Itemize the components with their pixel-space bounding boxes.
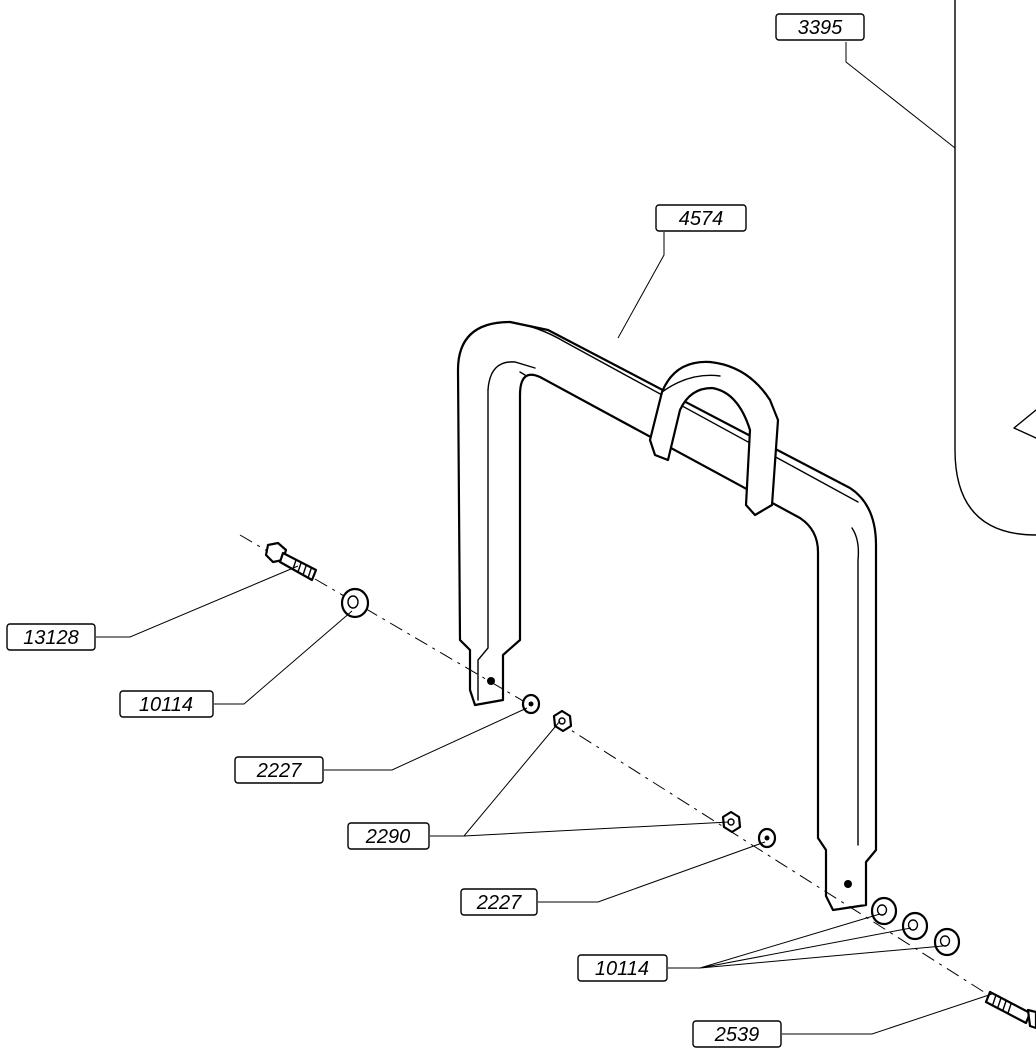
axis-right [554, 719, 1036, 1026]
callout-10114-bottom: 10114 [577, 954, 668, 982]
callout-2290: 2290 [347, 822, 430, 850]
callout-3395: 3395 [775, 13, 865, 41]
callout-2539: 2539 [692, 1020, 782, 1048]
handle-4574 [456, 320, 878, 912]
washer-2227-bottom [757, 827, 777, 849]
nut-2290-bottom [721, 810, 742, 834]
svg-text:10114: 10114 [139, 694, 193, 716]
nut-2290-top [552, 709, 573, 733]
callout-10114-top: 10114 [119, 690, 214, 718]
svg-text:10114: 10114 [595, 958, 649, 980]
svg-text:3395: 3395 [798, 17, 843, 39]
svg-text:13128: 13128 [23, 627, 79, 649]
callout-2227-top: 2227 [234, 756, 324, 784]
callout-2227-bottom: 2227 [460, 888, 538, 916]
washer-2227-top [521, 693, 541, 715]
spacer-10114-top [340, 587, 370, 619]
svg-text:2227: 2227 [256, 760, 302, 782]
svg-text:4574: 4574 [679, 208, 724, 230]
spacer-10114-bottom-3 [933, 927, 961, 957]
svg-text:2539: 2539 [714, 1024, 760, 1046]
frame-3395 [954, 0, 1036, 536]
bolt-2539 [984, 990, 1036, 1030]
spacer-10114-bottom-2 [901, 911, 929, 941]
callout-4574: 4574 [655, 204, 747, 232]
spacer-10114-bottom-1 [870, 896, 898, 926]
bolt-13128 [264, 541, 318, 582]
leader-lines [96, 42, 993, 1035]
svg-text:2227: 2227 [476, 892, 522, 914]
callout-13128: 13128 [6, 623, 96, 651]
svg-text:2290: 2290 [365, 826, 411, 848]
